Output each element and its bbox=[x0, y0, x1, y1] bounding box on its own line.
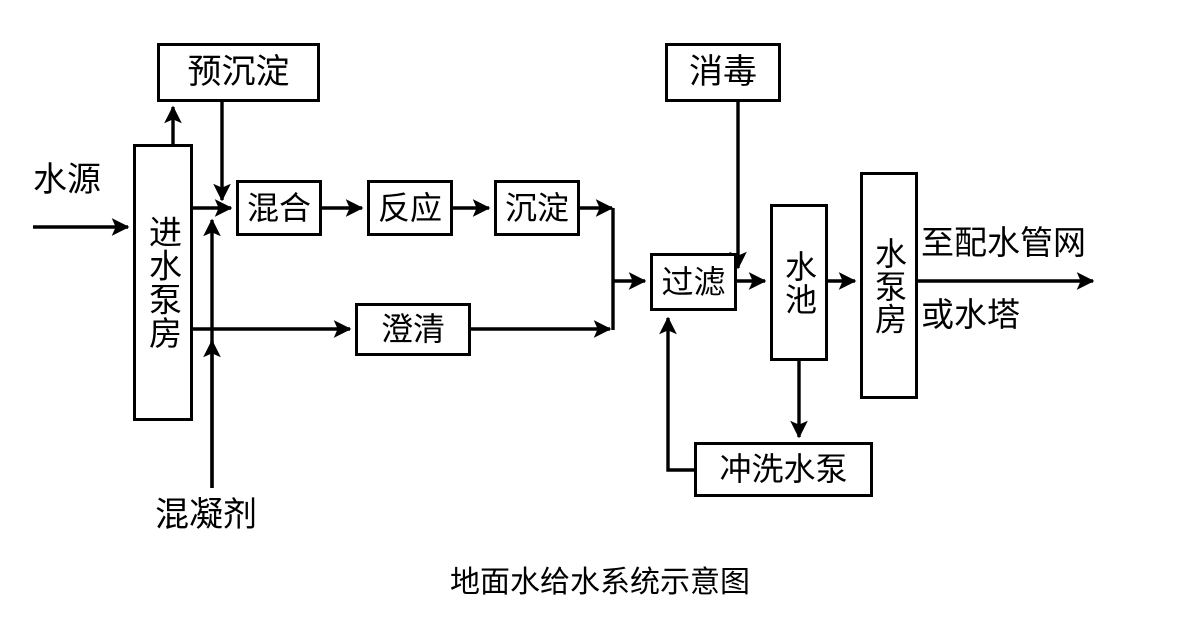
node-water-pump-house[interactable]: 水泵房 bbox=[860, 172, 918, 399]
label-coagulant: 混凝剂 bbox=[155, 495, 257, 535]
node-label-filtration: 过滤 bbox=[661, 262, 726, 301]
node-label-disinfection: 消毒 bbox=[689, 52, 757, 93]
node-reaction[interactable]: 反应 bbox=[367, 180, 453, 236]
node-reservoir[interactable]: 水池 bbox=[770, 204, 828, 361]
node-label-clarification: 澄清 bbox=[380, 310, 445, 349]
label-or-water-tower: 或水塔 bbox=[921, 295, 1020, 334]
edge-backwash-to-filtration bbox=[659, 316, 694, 472]
node-pre-sedimentation[interactable]: 预沉淀 bbox=[157, 43, 320, 102]
node-label-sedimentation: 沉淀 bbox=[504, 188, 569, 227]
node-disinfection[interactable]: 消毒 bbox=[665, 43, 781, 102]
node-mixing[interactable]: 混合 bbox=[236, 180, 322, 236]
node-label-backwash-pump: 冲洗水泵 bbox=[719, 450, 848, 489]
node-filtration[interactable]: 过滤 bbox=[650, 253, 737, 311]
node-label-reaction: 反应 bbox=[377, 188, 442, 227]
node-label-reservoir: 水池 bbox=[780, 249, 818, 316]
node-label-water-pump-house: 水泵房 bbox=[870, 236, 908, 335]
node-label-pre-sedimentation: 预沉淀 bbox=[187, 52, 290, 93]
label-to-distribution-network: 至配水管网 bbox=[921, 223, 1086, 262]
node-label-mixing: 混合 bbox=[246, 188, 311, 227]
node-intake-pump-house[interactable]: 进水泵房 bbox=[133, 144, 193, 421]
node-clarification[interactable]: 澄清 bbox=[355, 303, 471, 356]
diagram-title: 地面水给水系统示意图 bbox=[450, 565, 750, 600]
label-water-source: 水源 bbox=[33, 160, 101, 200]
node-label-intake-pump-house: 进水泵房 bbox=[143, 215, 183, 350]
node-sedimentation[interactable]: 沉淀 bbox=[494, 180, 580, 236]
node-backwash-pump[interactable]: 冲洗水泵 bbox=[694, 442, 873, 497]
